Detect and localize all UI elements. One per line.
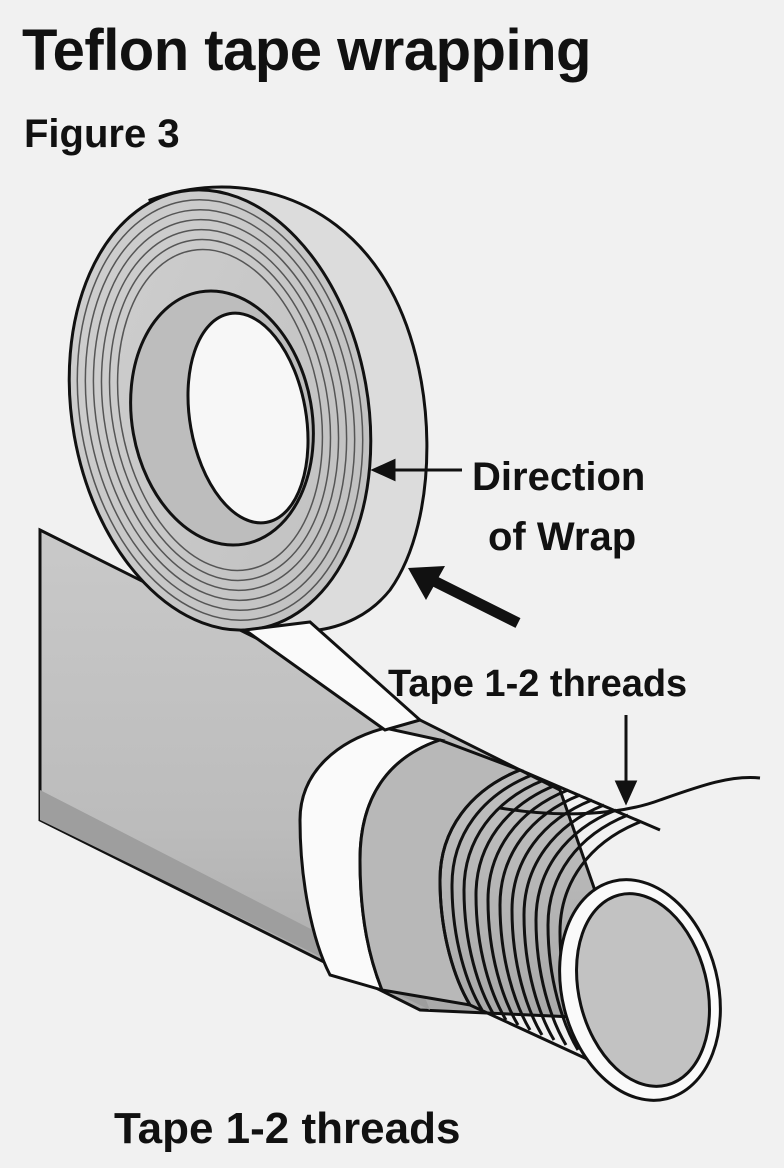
threads-callout-label: Tape 1-2 threads (388, 663, 687, 705)
direction-arrow-small (370, 458, 462, 482)
pipe-threads (438, 768, 661, 1067)
direction-label-line2: of Wrap (488, 515, 636, 559)
loose-tape-tail (499, 776, 761, 816)
tape-strip (240, 620, 424, 732)
direction-arrow-large (408, 566, 521, 628)
roll-core-hole (186, 311, 310, 525)
direction-label-line1: Direction (472, 455, 645, 499)
threads-pointer-arrow (614, 715, 638, 806)
roll-layers (76, 199, 364, 621)
bottom-caption: Tape 1-2 threads (114, 1104, 460, 1153)
figure-title: Teflon tape wrapping (22, 18, 591, 83)
tape-roll (67, 185, 429, 732)
pipe (38, 527, 643, 1022)
pipe-end (558, 878, 722, 1102)
figure-subtitle: Figure 3 (24, 112, 180, 156)
